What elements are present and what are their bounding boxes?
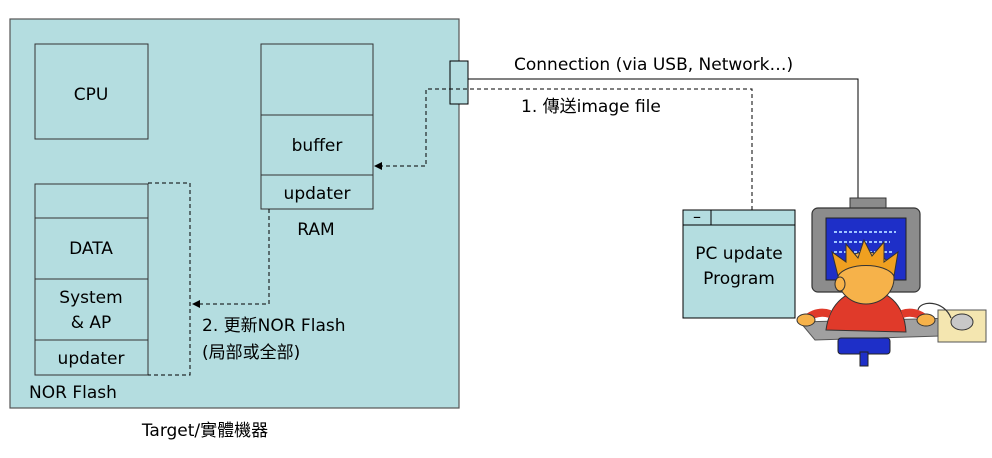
cpu-label: CPU bbox=[74, 85, 109, 105]
step2-label-line2: (局部或全部) bbox=[202, 343, 300, 363]
step1-label: 1. 傳送image file bbox=[521, 97, 661, 117]
nor-system-label: System bbox=[59, 288, 122, 308]
minimize-icon: – bbox=[693, 207, 701, 226]
step1-dashed-path bbox=[374, 88, 753, 210]
nor-flash-label: NOR Flash bbox=[29, 383, 117, 403]
pc-program-label-line2: Program bbox=[703, 269, 775, 289]
ram-label: RAM bbox=[297, 220, 334, 240]
nor-ap-label: & AP bbox=[71, 313, 112, 333]
ram-buffer-label: buffer bbox=[292, 136, 343, 156]
pc-program-label-line1: PC update bbox=[695, 244, 782, 264]
step2-label-line1: 2. 更新NOR Flash bbox=[202, 316, 346, 336]
target-caption: Target/實體機器 bbox=[141, 421, 268, 441]
nor-updater-label: updater bbox=[58, 349, 125, 369]
nor-data-label: DATA bbox=[69, 239, 113, 259]
connection-label: Connection (via USB, Network…) bbox=[514, 55, 793, 75]
ram-block bbox=[260, 43, 374, 210]
step2-dashed-path bbox=[192, 209, 270, 308]
connection-line bbox=[468, 78, 859, 200]
nor-flash-dashed-bracket bbox=[148, 182, 191, 376]
ram-updater-label: updater bbox=[284, 184, 351, 204]
cpu-block bbox=[34, 43, 149, 140]
user-at-computer-illustration bbox=[796, 197, 987, 367]
pc-update-program-window: – PC update Program bbox=[682, 207, 796, 319]
connector-port bbox=[449, 60, 469, 105]
